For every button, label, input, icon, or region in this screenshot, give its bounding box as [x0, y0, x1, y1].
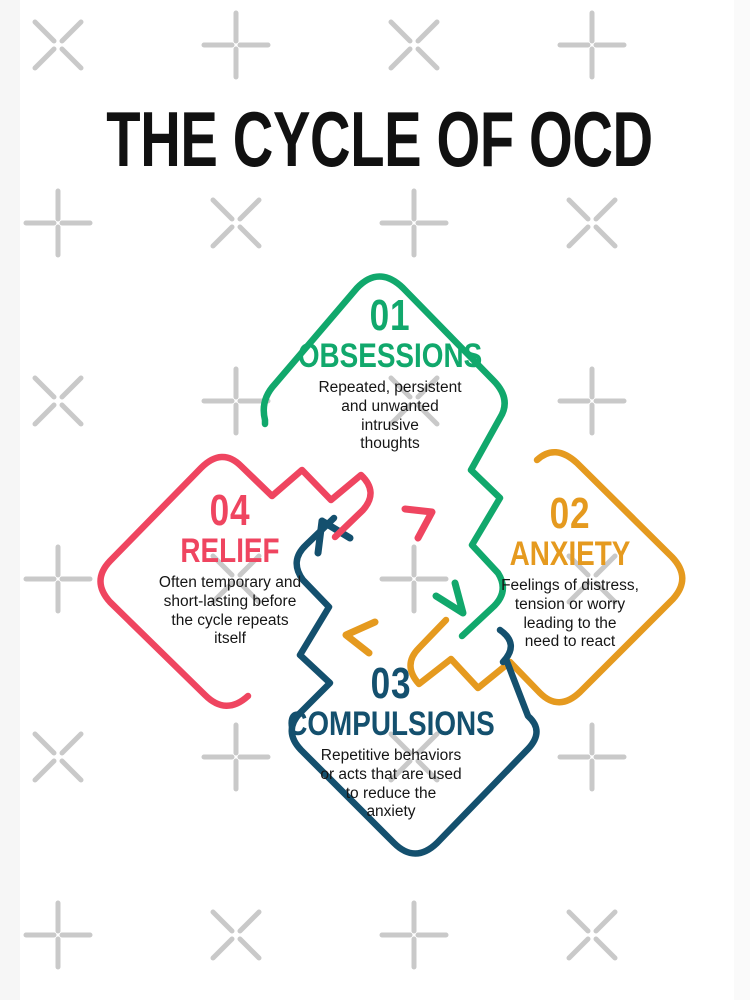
node-01-number: 01: [369, 291, 411, 340]
node-01-title: OBSESSIONS: [297, 337, 483, 375]
node-04-description: Often temporary and short-lasting before…: [158, 573, 302, 648]
node-01-description: Repeated, persistent and unwanted intrus…: [318, 378, 462, 453]
node-04-relief: 04 RELIEF Often temporary and short-last…: [102, 489, 358, 649]
node-04-number: 04: [209, 486, 251, 535]
node-04-shape: [97, 453, 374, 709]
node-02-title: ANXIETY: [509, 535, 631, 573]
node-03-title: COMPULSIONS: [287, 705, 495, 743]
node-02-number: 02: [549, 489, 591, 538]
node-02-anxiety: 02 ANXIETY Feelings of distress, tension…: [470, 492, 670, 652]
page-title-text: THE CYCLE OF OCD: [106, 95, 653, 183]
node-01-obsessions: 01 OBSESSIONS Repeated, persistent and u…: [265, 294, 515, 454]
node-03-compulsions: 03 COMPULSIONS Repetitive behaviors or a…: [262, 662, 520, 822]
arrow-02-to-03: [342, 618, 379, 657]
node-03-description: Repetitive behaviors or acts that are us…: [320, 746, 462, 821]
arrow-04-to-01: [401, 505, 436, 542]
node-02-shape: [407, 449, 686, 706]
node-04-title: RELIEF: [180, 532, 280, 570]
node-02-description: Feelings of distress, tension or worry l…: [501, 576, 639, 651]
arrow-01-to-02: [432, 579, 467, 617]
node-03-number: 03: [370, 659, 412, 708]
page-title: THE CYCLE OF OCD: [0, 95, 750, 183]
node-03-shape: [288, 514, 540, 857]
